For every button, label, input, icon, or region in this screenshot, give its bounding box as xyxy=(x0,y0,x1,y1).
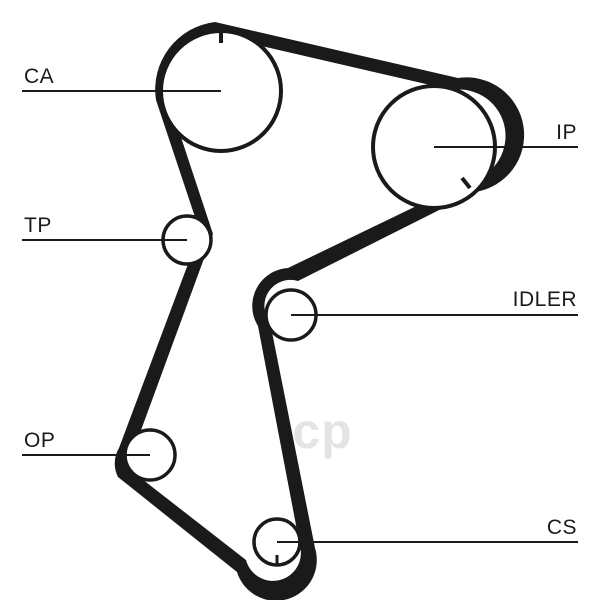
label-tp: TP xyxy=(24,214,52,237)
injection-pump-timing-mark xyxy=(460,176,472,190)
label-idler: IDLER xyxy=(513,288,577,311)
label-op: OP xyxy=(24,429,55,452)
label-ip: IP xyxy=(556,121,577,144)
label-ca: CA xyxy=(24,65,54,88)
label-cs: CS xyxy=(547,516,577,539)
